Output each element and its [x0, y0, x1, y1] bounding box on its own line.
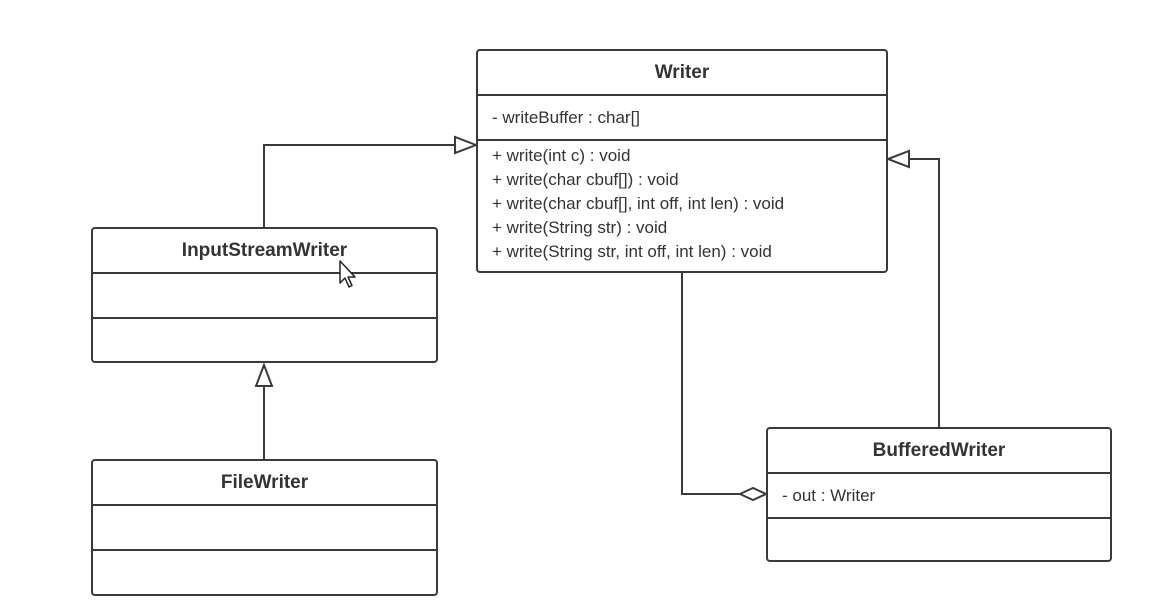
aggregation-writer-to-bufferedwriter	[681, 268, 740, 495]
attributes-section: - out : Writer	[768, 474, 1110, 519]
generalization-bufferedwriter-to-writer	[908, 158, 940, 427]
method: + write(String str, int off, int len) : …	[492, 242, 772, 261]
class-filewriter[interactable]: FileWriter	[91, 459, 438, 596]
methods-section	[93, 551, 436, 594]
class-name: InputStreamWriter	[93, 229, 436, 274]
class-name: FileWriter	[93, 461, 436, 506]
attributes-section: - writeBuffer : char[]	[478, 96, 886, 141]
class-name: BufferedWriter	[768, 429, 1110, 474]
generalization-inputstreamwriter-to-writer	[263, 144, 456, 227]
class-inputstreamwriter[interactable]: InputStreamWriter	[91, 227, 438, 363]
methods-section	[768, 519, 1110, 560]
generalization-arrowhead-inputstreamwriter	[254, 362, 274, 387]
mouse-cursor-icon	[339, 260, 356, 288]
method: + write(char cbuf[], int off, int len) :…	[492, 194, 785, 213]
methods-section: + write(int c) : void + write(char cbuf[…	[478, 141, 886, 271]
attributes-section	[93, 274, 436, 319]
class-bufferedwriter[interactable]: BufferedWriter - out : Writer	[766, 427, 1112, 562]
generalization-arrowhead-writer-right	[885, 149, 910, 169]
generalization-arrowhead-writer-left	[454, 135, 479, 155]
method: + write(int c) : void	[492, 146, 631, 165]
attribute: - writeBuffer : char[]	[492, 107, 641, 127]
class-writer[interactable]: Writer - writeBuffer : char[] + write(in…	[476, 49, 888, 273]
class-name: Writer	[478, 51, 886, 96]
aggregation-diamond	[737, 486, 769, 502]
attribute: - out : Writer	[782, 485, 876, 505]
method: + write(char cbuf[]) : void	[492, 170, 679, 189]
methods-section	[93, 319, 436, 361]
attributes-section	[93, 506, 436, 551]
method: + write(String str) : void	[492, 218, 668, 237]
